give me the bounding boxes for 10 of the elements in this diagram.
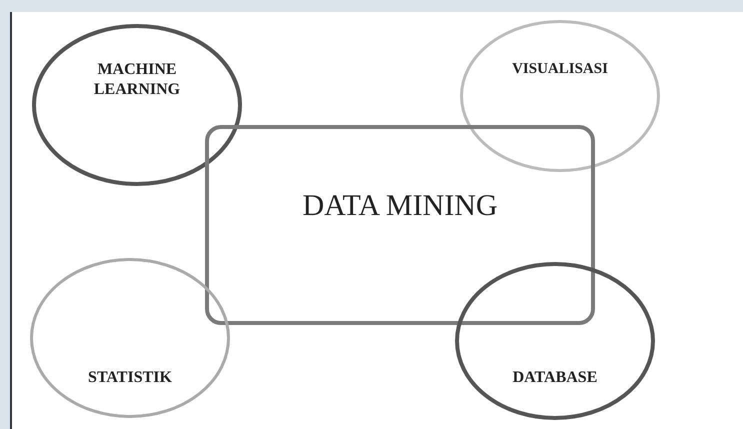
- node-label: DATA MINING: [301, 188, 499, 224]
- ellipse-node: [455, 262, 655, 420]
- ellipse-node: [30, 258, 230, 418]
- node-label: DATABASE: [512, 368, 598, 388]
- node-label: MACHINE LEARNING: [92, 60, 182, 100]
- ellipse-node: [460, 20, 660, 172]
- rounded-rectangle-node: [205, 125, 595, 325]
- node-label: STATISTIK: [87, 368, 173, 388]
- node-label: VISUALISASI: [511, 60, 609, 79]
- ellipse-node: [32, 24, 242, 186]
